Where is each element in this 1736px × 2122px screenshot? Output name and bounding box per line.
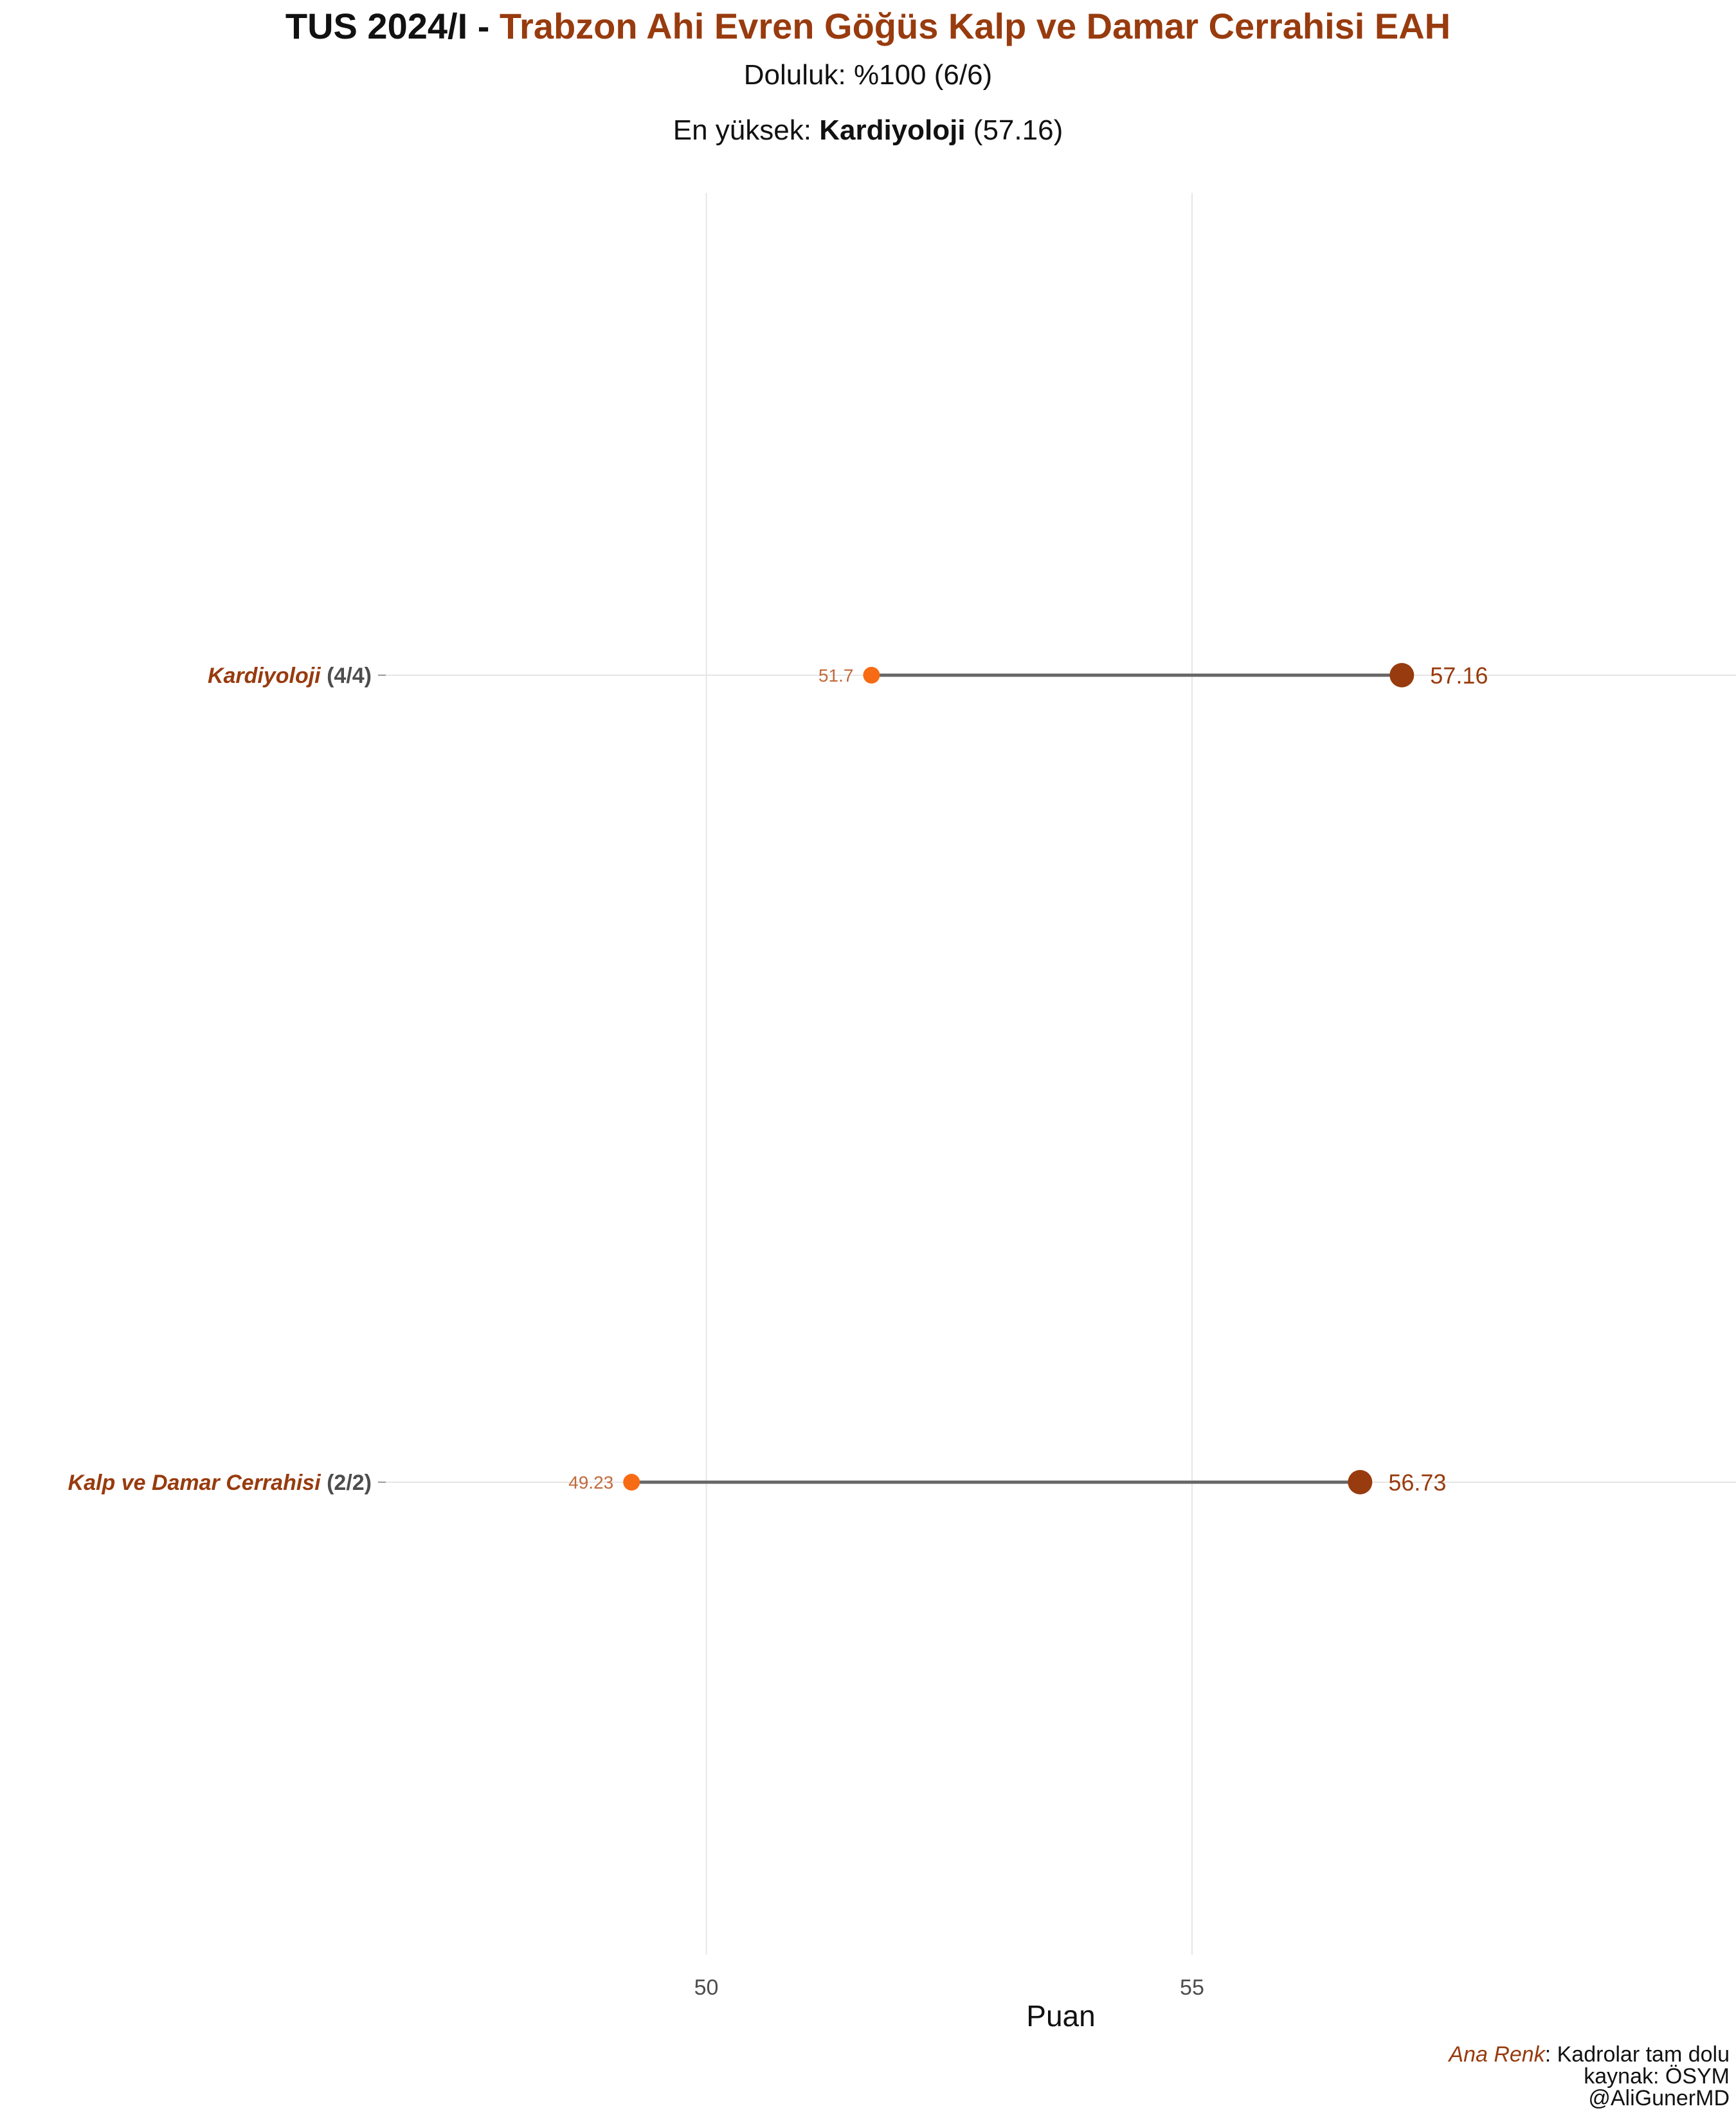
subtitle-highest-score: (57.16) [965,114,1063,146]
category-quota: (4/4) [321,664,372,688]
caption-author: @AliGunerMD [1588,2086,1730,2110]
subtitle-highest-prefix: En yüksek: [673,114,820,146]
category-name: Kalp ve Damar Cerrahisi [68,1471,322,1495]
category-quota: (2/2) [321,1471,372,1495]
caption: Ana Renk: Kadrolar tam dolu kaynak: ÖSYM… [1449,2044,1730,2109]
x-tick-label: 55 [1180,1975,1204,2000]
subtitle-occupancy: Doluluk: %100 (6/6) [743,59,993,91]
min-point [863,667,880,684]
max-value-label: 57.16 [1430,662,1488,689]
subtitle-highest-dept: Kardiyoloji [819,114,966,146]
max-point [1348,1470,1373,1494]
category-label: Kalp ve Damar Cerrahisi (2/2) [68,1471,372,1495]
min-point [623,1474,640,1491]
title-institution: Trabzon Ahi Evren Göğüs Kalp ve Damar Ce… [499,6,1451,46]
caption-source: kaynak: ÖSYM [1584,2064,1730,2089]
caption-legend: Ana Renk: Kadrolar tam dolu [1449,2044,1730,2065]
max-value-label: 56.73 [1388,1469,1446,1496]
category-name: Kardiyoloji [208,664,321,688]
caption-legend-text: : Kadrolar tam dolu [1544,2042,1730,2067]
min-value-label: 49.23 [568,1473,613,1492]
title-prefix: TUS 2024/I - [285,6,500,46]
x-tick-label: 50 [694,1975,719,2000]
subtitle-highest: En yüksek: Kardiyoloji (57.16) [0,114,1736,147]
max-point [1389,663,1415,687]
caption-legend-accent: Ana Renk [1449,2042,1545,2067]
x-axis-title: Puan [1026,1999,1096,2033]
chart-title: TUS 2024/I - Trabzon Ahi Evren Göğüs Kal… [0,5,1736,47]
category-label: Kardiyoloji (4/4) [208,664,372,688]
min-value-label: 51.7 [818,666,854,685]
